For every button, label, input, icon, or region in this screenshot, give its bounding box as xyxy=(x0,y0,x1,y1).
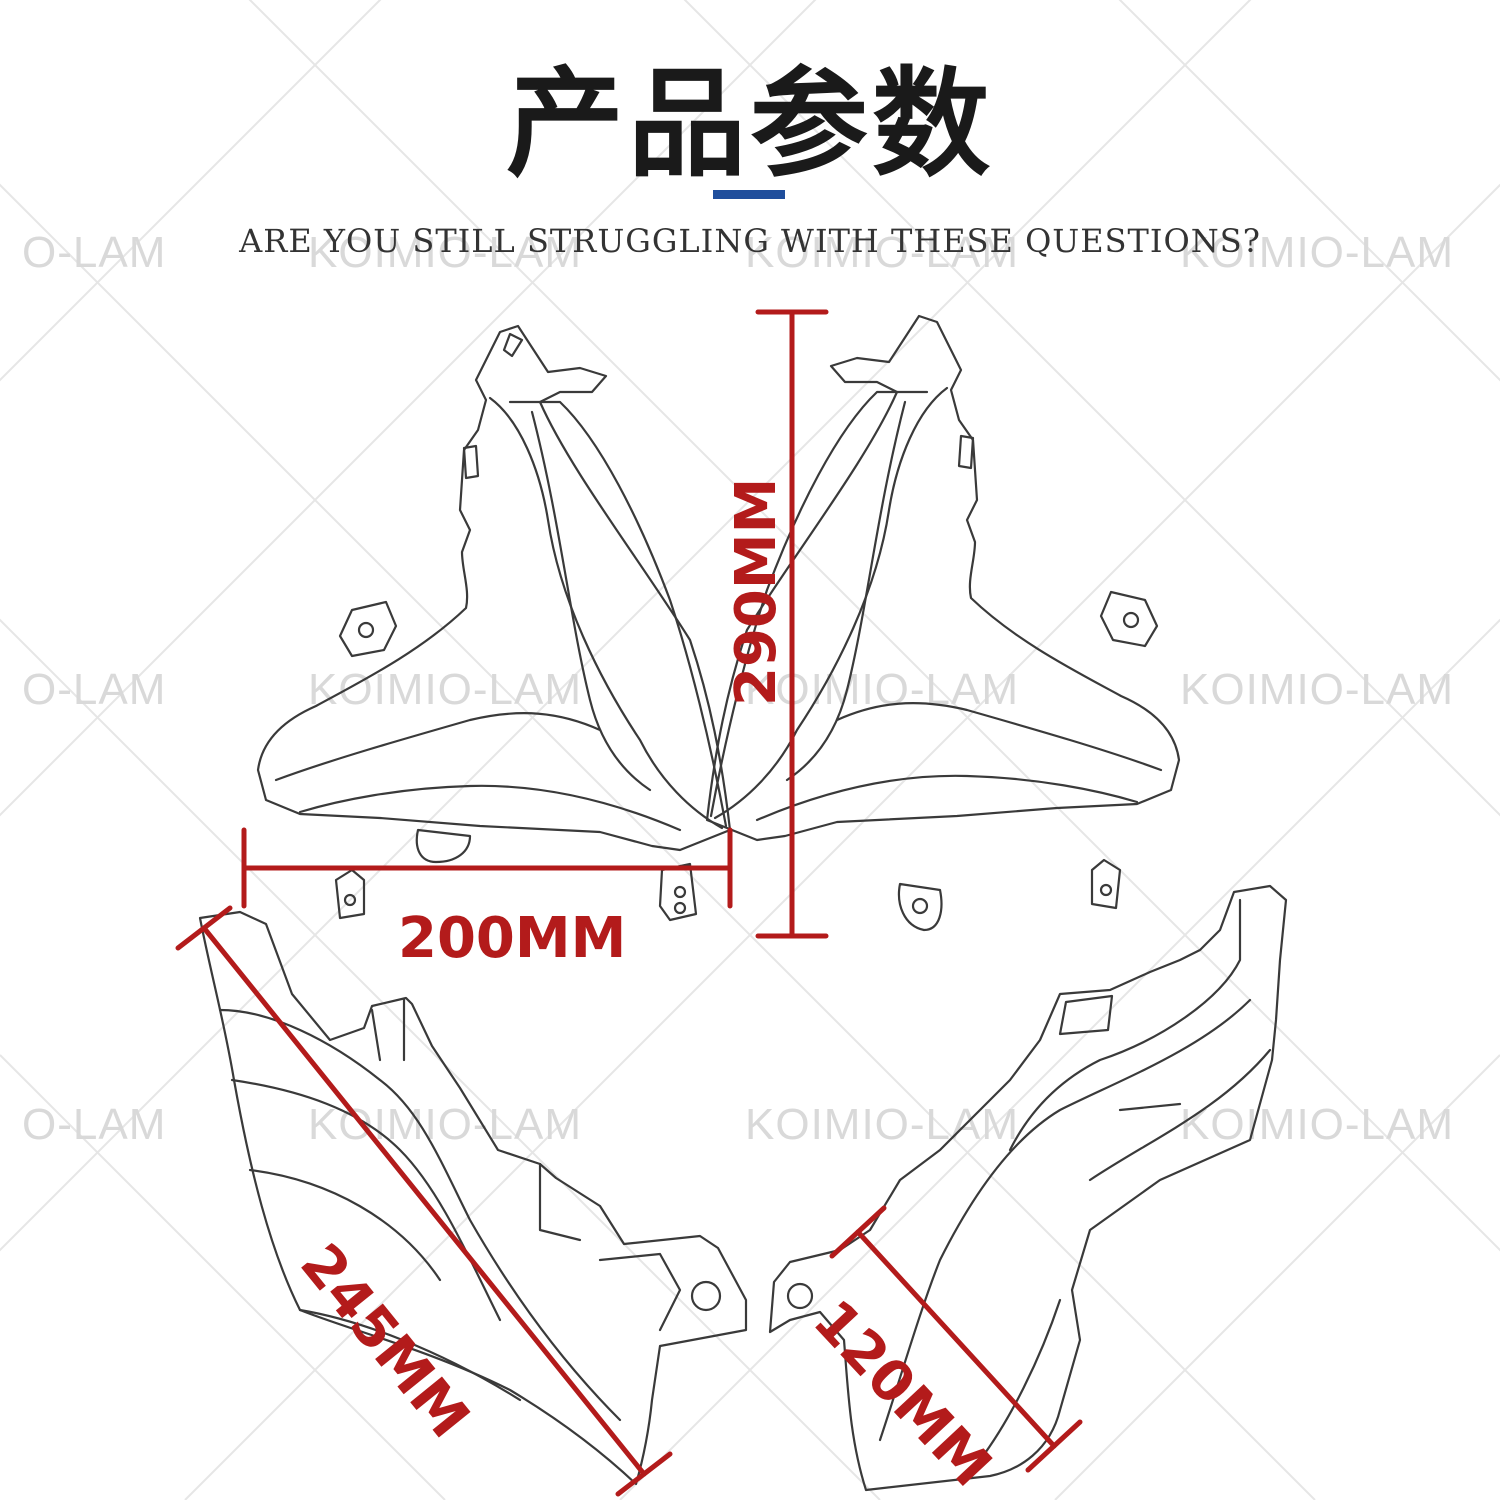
dimension-label-width-top: 200MM xyxy=(398,906,627,971)
dimension-label-height-top: 290MM xyxy=(724,477,789,706)
lens-top-right xyxy=(705,314,1181,932)
title-accent-bar xyxy=(713,190,785,199)
lens-bottom-right xyxy=(768,884,1288,1492)
watermark-text: KOIMIO-LAM xyxy=(308,1100,583,1149)
dimension-line-200 xyxy=(241,827,733,909)
watermark-text: KOIMIO-LAM xyxy=(1180,665,1455,714)
dimension-line-245 xyxy=(175,905,673,1497)
page-subtitle: ARE YOU STILL STRUGGLING WITH THESE QUES… xyxy=(239,222,1261,260)
watermark-text: KOIMIO-LAM xyxy=(308,228,583,277)
dimension-line-290 xyxy=(755,309,829,939)
watermark-text: O-LAM xyxy=(22,1100,167,1149)
watermark-text: KOIMIO-LAM xyxy=(745,1100,1020,1149)
watermark-text: KOIMIO-LAM xyxy=(745,228,1020,277)
watermark-text: KOIMIO-LAM xyxy=(1180,1100,1455,1149)
watermark-text: O-LAM xyxy=(22,228,167,277)
lens-top-left xyxy=(256,324,732,922)
page-title: 产品参数 xyxy=(505,55,994,193)
dimension-line-120 xyxy=(829,1205,1083,1473)
watermark-text: KOIMIO-LAM xyxy=(1180,228,1455,277)
watermark-text: KOIMIO-LAM xyxy=(308,665,583,714)
watermark-text: O-LAM xyxy=(22,665,167,714)
